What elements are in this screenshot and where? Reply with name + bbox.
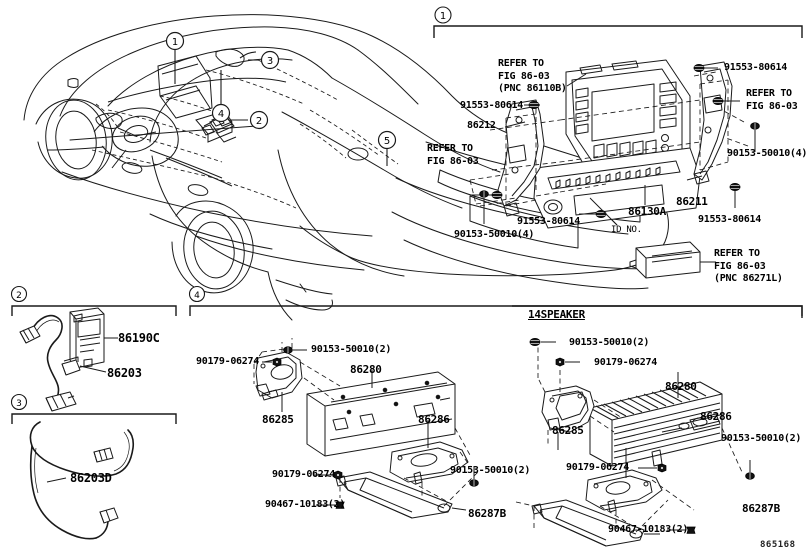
section-1-screw-right-label: 90153-50010(4) (727, 148, 808, 159)
section-1-artwork (497, 59, 733, 279)
section-1-screw-bottom-left-label: 90153-50010(4) (454, 229, 535, 240)
section-1-refer-left-label: REFER TO FIG 86-03 (427, 143, 479, 167)
watermark-code: 865168 (760, 540, 796, 550)
section-4-right-clip-bottom-label: 90467-10183(2) (608, 524, 689, 535)
section-1-bracket-right-label: 86211 (676, 195, 708, 208)
vehicle-callout-2-label: 2 (256, 116, 262, 127)
section-3-frame (11, 413, 177, 424)
vehicle-callout-3-label: 3 (267, 56, 273, 67)
section-3-leader (46, 477, 67, 483)
vehicle-callout-2: 2 (249, 110, 269, 130)
section-4-right-artwork (531, 381, 723, 547)
vehicle-callout-4-label: 4 (218, 109, 224, 120)
vehicle-callout-1: 1 (165, 31, 185, 51)
section-4-left-artwork (255, 351, 469, 519)
section-4-left-nut-bottom-label: 90179-06274 (272, 469, 335, 480)
section-4-right-bracket-left-label: 86285 (552, 424, 584, 437)
section-4-left-screw-top-label: 90153-50010(2) (311, 344, 392, 355)
section-4-marker-label: 4 (194, 291, 200, 301)
section-4-left-screw-right-label: 90153-50010(2) (450, 465, 531, 476)
section-4-right-bracket-right-label: 86286 (700, 410, 732, 423)
section-4-left-amplifier-label: 86280 (350, 363, 382, 376)
section-3-artwork-detail (34, 431, 130, 494)
section-2-switch-label: 86190C (118, 331, 160, 345)
section-1-assembly-guides (469, 71, 749, 207)
section-1-marker: 1 (434, 6, 452, 24)
section-3-connectors (93, 447, 119, 524)
section-4-right-amplifier-label: 86280 (665, 380, 697, 393)
section-4-left-bracket-lower-label: 86287B (468, 507, 506, 520)
section-1-id-no-label: ID NO. (611, 225, 642, 235)
section-1-refer-head-unit-label: REFER TO FIG 86-03 (PNC 86110B) (498, 58, 567, 94)
vehicle-interior-ghost (91, 59, 399, 209)
section-1-radio-receiver-label: 86130A (628, 205, 666, 218)
section-4-left-clip-bottom-label: 90467-10183(2) (265, 499, 346, 510)
section-2-artwork (19, 307, 118, 412)
section-4-right-guides (515, 346, 743, 533)
section-1-refer-amp-module-label: REFER TO FIG 86-03 (PNC 86271L) (714, 248, 783, 284)
section-2-marker: 2 (10, 285, 28, 303)
section-1-bolt-bottom-center-label: 91553-80614 (517, 216, 580, 227)
section-2-wire-label: 86203 (107, 366, 142, 380)
section-4-right-screw-right-label: 90153-50010(2) (721, 433, 802, 444)
vehicle-callout-5: 5 (377, 130, 397, 150)
section-4-marker: 4 (188, 285, 206, 303)
section-4-left-fasteners (262, 346, 479, 511)
section-1-fasteners (470, 63, 760, 263)
vehicle-callout-3: 3 (260, 50, 280, 70)
section-4-right-screw-top-label: 90153-50010(2) (569, 337, 650, 348)
section-3-marker: 3 (10, 393, 28, 411)
section-4-left-bracket-left-label: 86285 (262, 413, 294, 426)
section-4-subdivider (512, 305, 803, 318)
section-1-bolt-upper-left-label: 91553-80614 (460, 100, 523, 111)
section-1-frame (433, 25, 803, 38)
section-4-left-nut-top-label: 90179-06274 (196, 356, 259, 367)
section-4-right-nut-bottom-label: 90179-06274 (566, 462, 629, 473)
section-1-bolt-bottom-right-label: 91553-80614 (698, 214, 761, 225)
section-1-refer-right-label: REFER TO FIG 86-03 (746, 88, 798, 112)
section-4-right-nut-top-label: 90179-06274 (594, 357, 657, 368)
vehicle-callout-leaders (174, 50, 388, 166)
section-1-marker-label: 1 (440, 11, 446, 22)
section-2-frame (11, 305, 177, 316)
vehicle-callout-1-label: 1 (172, 37, 178, 48)
section-2-marker-label: 2 (16, 291, 22, 301)
section-4-right-bracket-lower-label: 86287B (742, 502, 780, 515)
section-4-left-bracket-right-label: 86286 (418, 413, 450, 426)
section-1-bolt-top-right-label: 91553-80614 (724, 62, 787, 73)
section-3-wire-label: 86203D (70, 471, 112, 485)
vehicle-callout-4: 4 (211, 103, 231, 123)
section-3-marker-label: 3 (16, 399, 22, 409)
vehicle-callout-5-label: 5 (384, 136, 390, 147)
section-4-right-fasteners (529, 337, 755, 535)
section-1-bracket-left-label: 86212 (467, 120, 496, 131)
section-4-right-heading: 14SPEAKER (528, 308, 585, 321)
